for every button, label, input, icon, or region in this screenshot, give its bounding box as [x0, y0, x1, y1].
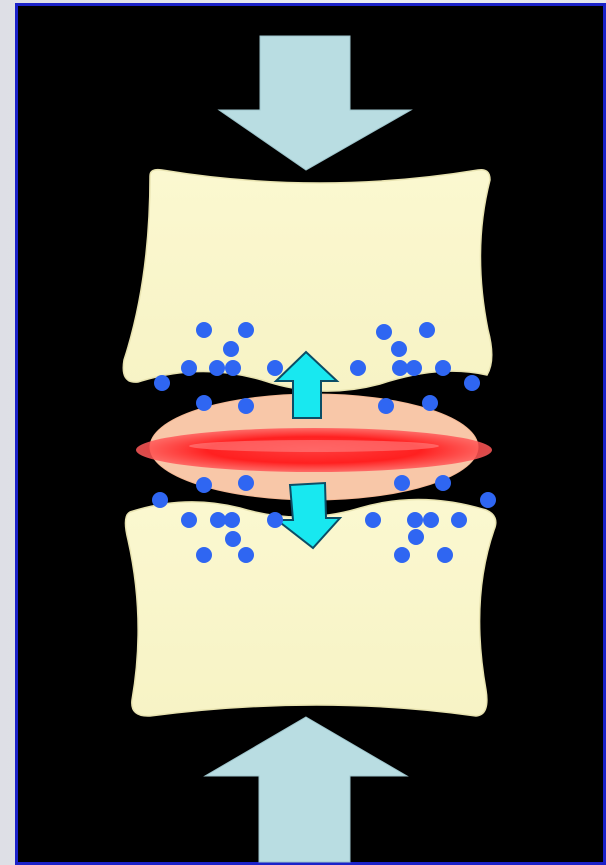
particle — [267, 360, 283, 376]
particle — [210, 512, 226, 528]
particle — [238, 547, 254, 563]
particle — [181, 512, 197, 528]
particle — [196, 395, 212, 411]
particle — [376, 324, 392, 340]
particle — [435, 475, 451, 491]
particle — [152, 492, 168, 508]
particle — [238, 475, 254, 491]
particle — [480, 492, 496, 508]
particle — [225, 360, 241, 376]
particle — [196, 547, 212, 563]
particle — [394, 547, 410, 563]
particle — [391, 341, 407, 357]
disc-highlight — [189, 440, 439, 452]
particle — [392, 360, 408, 376]
particle — [435, 360, 451, 376]
particle — [437, 547, 453, 563]
particle — [365, 512, 381, 528]
particle — [196, 322, 212, 338]
particle — [224, 512, 240, 528]
particle — [419, 322, 435, 338]
particle — [223, 341, 239, 357]
top-compression-arrow — [219, 36, 411, 170]
particle — [225, 531, 241, 547]
particle — [238, 398, 254, 414]
particle — [209, 360, 225, 376]
particle — [464, 375, 480, 391]
particle — [267, 512, 283, 528]
particle — [181, 360, 197, 376]
particle — [406, 360, 422, 376]
particle — [350, 360, 366, 376]
particle — [154, 375, 170, 391]
particle — [394, 475, 410, 491]
particle — [423, 512, 439, 528]
particle — [451, 512, 467, 528]
particle — [196, 477, 212, 493]
particle — [238, 322, 254, 338]
particle — [407, 512, 423, 528]
particle — [422, 395, 438, 411]
particle — [408, 529, 424, 545]
bottom-compression-arrow — [205, 717, 407, 862]
particle — [378, 398, 394, 414]
